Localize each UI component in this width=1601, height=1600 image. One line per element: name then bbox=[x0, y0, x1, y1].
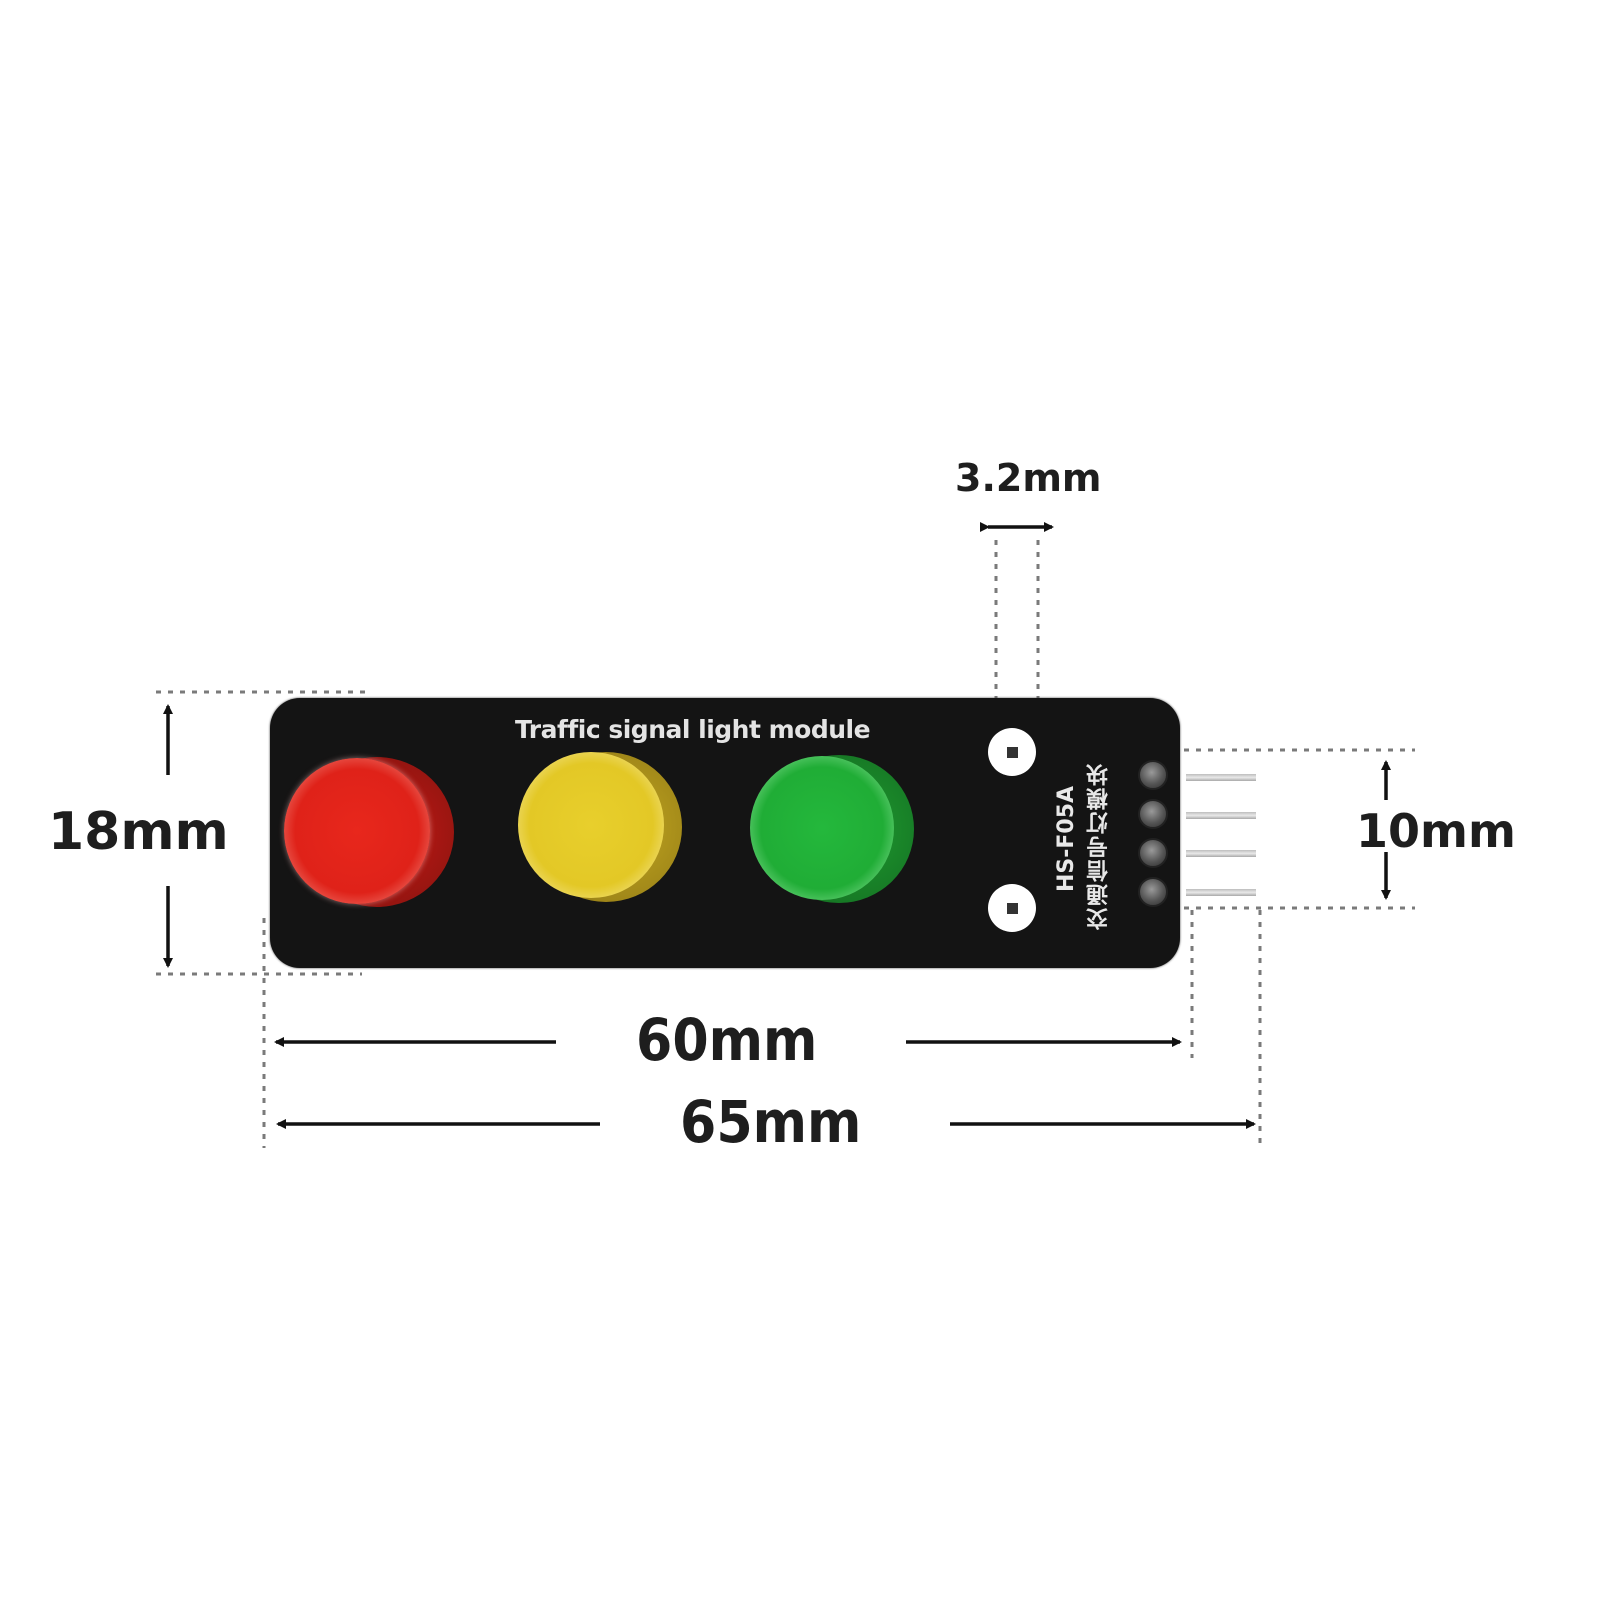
height-label: 18mm bbox=[48, 802, 229, 862]
mounting-hole-bottom bbox=[988, 884, 1036, 932]
total-length-label: 65mm bbox=[680, 1088, 862, 1156]
header-pin-2 bbox=[1186, 812, 1256, 819]
mounting-hole-top bbox=[988, 728, 1036, 776]
board-title: Traffic signal light module bbox=[515, 715, 871, 744]
hole-diameter-label: 3.2mm bbox=[955, 456, 1102, 500]
header-pad-3 bbox=[1138, 838, 1168, 868]
header-pad-2 bbox=[1138, 799, 1168, 829]
board-length-label: 60mm bbox=[636, 1006, 818, 1074]
header-pin-1 bbox=[1186, 774, 1256, 781]
chinese-module-label: 交通信号灯模块 bbox=[1087, 762, 1112, 930]
header-pin-3 bbox=[1186, 850, 1256, 857]
pin-spacing-label: 10mm bbox=[1356, 804, 1516, 858]
red-led bbox=[284, 758, 430, 904]
model-label: HS-F05A bbox=[1054, 785, 1079, 892]
yellow-led bbox=[518, 752, 664, 898]
green-led bbox=[750, 756, 894, 900]
header-pad-4 bbox=[1138, 877, 1168, 907]
header-pin-4 bbox=[1186, 889, 1256, 896]
header-pad-1 bbox=[1138, 760, 1168, 790]
